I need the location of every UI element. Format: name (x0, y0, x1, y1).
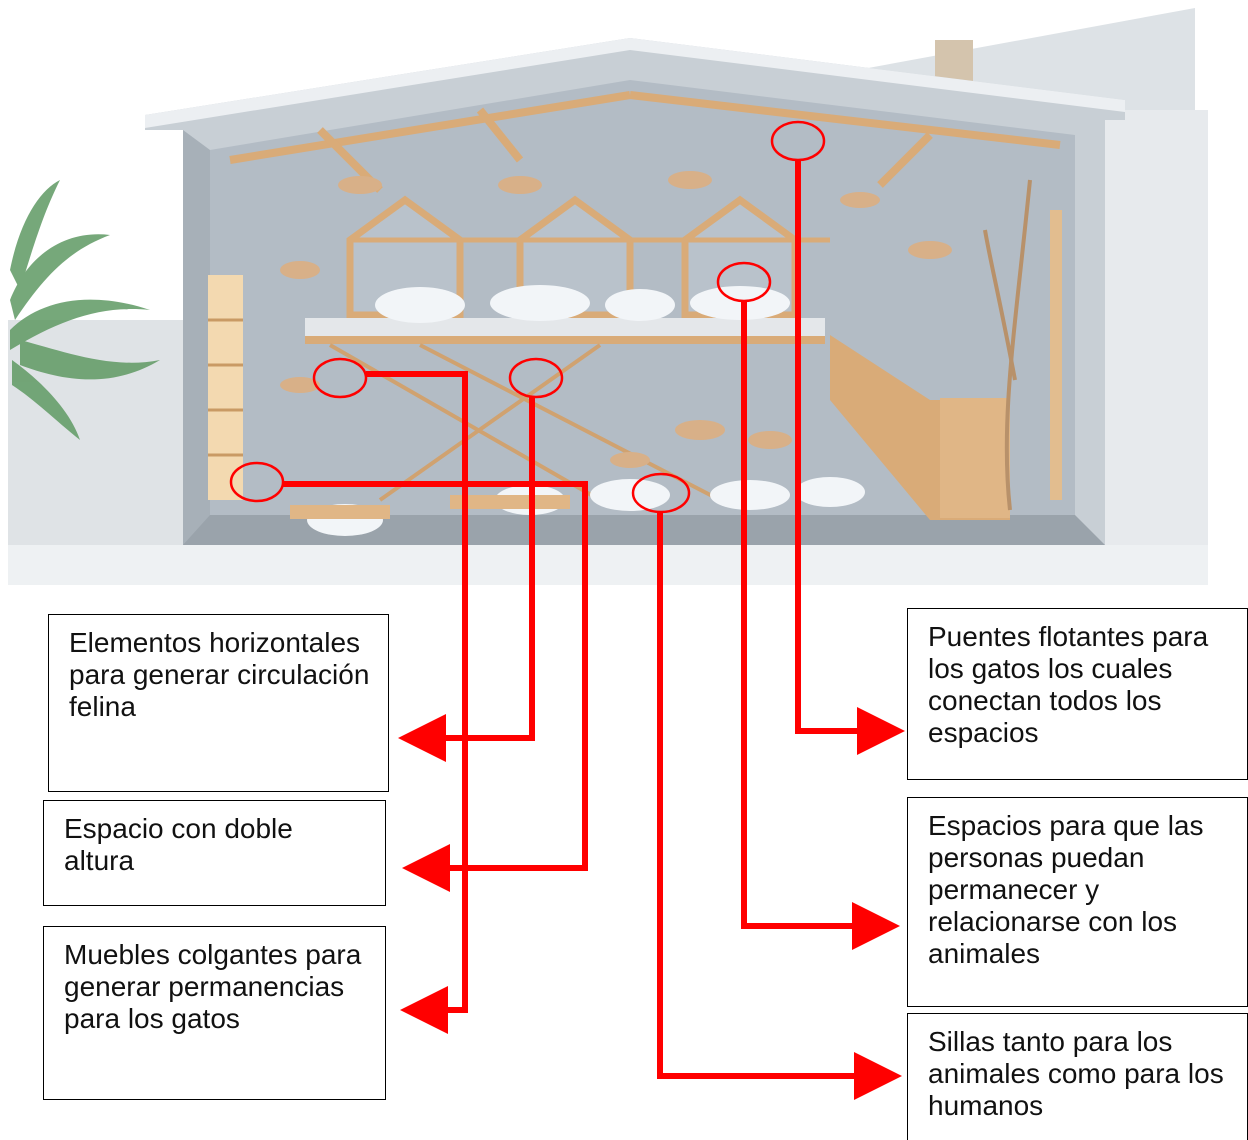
label-horizontal-elements: Elementos horizontales para generar circ… (48, 614, 389, 792)
leader-double-height (283, 481, 588, 892)
label-hanging-furniture: Muebles colgantes para generar permanenc… (43, 926, 386, 1100)
label-floating-bridges: Puentes flotantes para los gatos los cua… (907, 608, 1248, 780)
label-horizontal-elements-text: Elementos horizontales para generar circ… (69, 627, 370, 722)
annotations (229, 120, 905, 1100)
leader-floating-bridges (795, 160, 905, 755)
label-hanging-furniture-text: Muebles colgantes para generar permanenc… (64, 939, 362, 1034)
leader-people-spaces (741, 301, 900, 950)
house-illustration (8, 8, 1208, 585)
label-people-spaces: Espacios para que las personas puedan pe… (907, 797, 1248, 1007)
label-double-height: Espacio con doble altura (43, 800, 386, 906)
label-chairs-text: Sillas tanto para los animales como para… (928, 1026, 1224, 1121)
label-chairs: Sillas tanto para los animales como para… (907, 1013, 1248, 1140)
label-people-spaces-text: Espacios para que las personas puedan pe… (928, 810, 1204, 969)
label-floating-bridges-text: Puentes flotantes para los gatos los cua… (928, 621, 1209, 748)
leader-horizontal-elements (398, 397, 535, 762)
marker-horizontal-elements (508, 357, 564, 399)
marker-hanging-furniture (312, 357, 368, 399)
leader-hanging-furniture (366, 371, 468, 1034)
label-double-height-text: Espacio con doble altura (64, 813, 293, 876)
leader-chairs (657, 512, 902, 1100)
